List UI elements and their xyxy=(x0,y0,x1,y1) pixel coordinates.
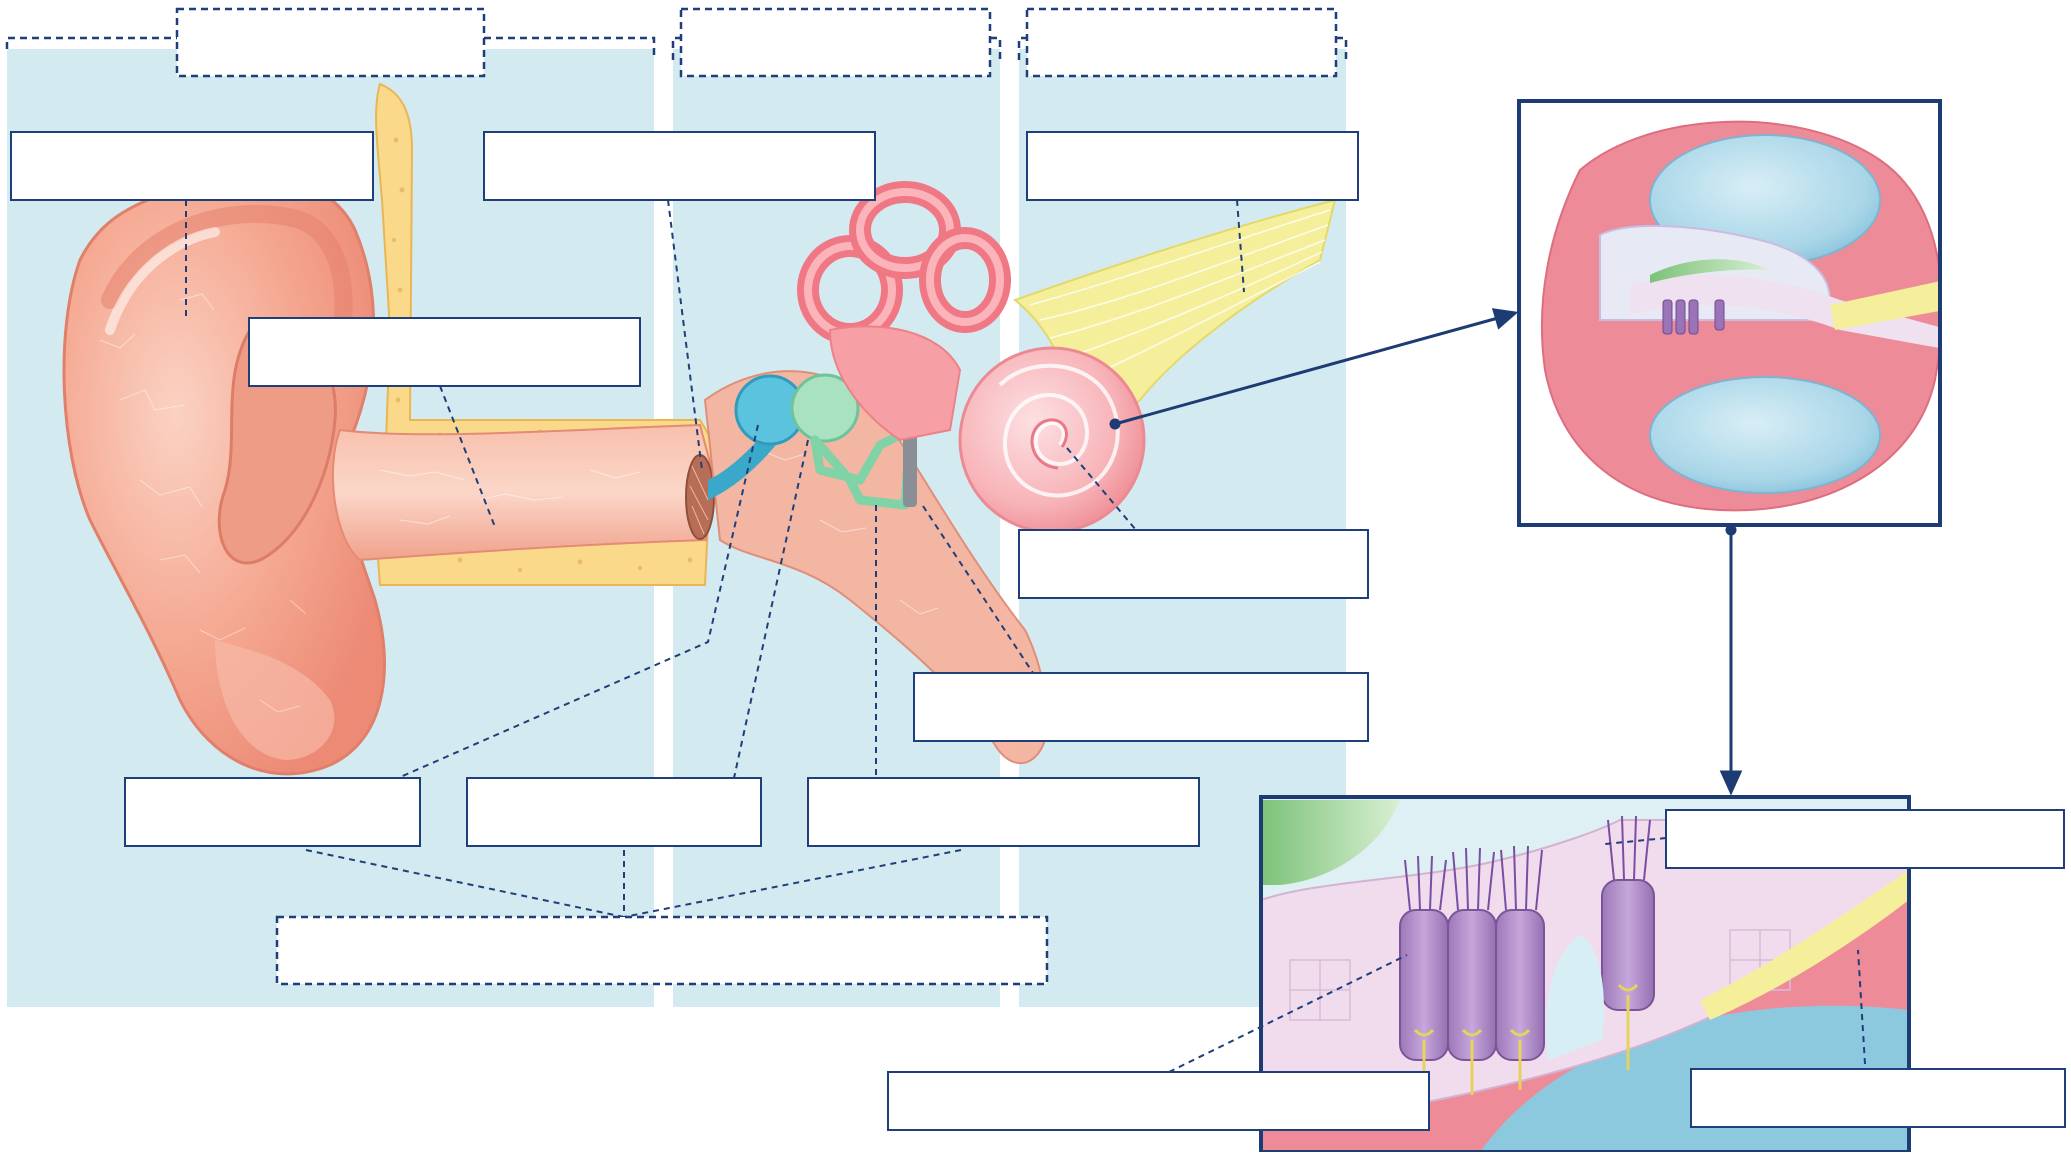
part-label-box-4[interactable] xyxy=(249,318,640,386)
part-label-box-1[interactable] xyxy=(11,132,373,200)
region-label-box-outer xyxy=(177,9,484,76)
part-label-box-6[interactable] xyxy=(914,673,1368,741)
part-label-box-8[interactable] xyxy=(467,778,761,846)
part-label-box-9[interactable] xyxy=(808,778,1199,846)
part-label-box-5[interactable] xyxy=(1019,530,1368,598)
region-label-box-inner xyxy=(1027,9,1336,76)
ear-canal xyxy=(333,425,712,560)
part-label-box-12[interactable] xyxy=(1691,1069,2065,1127)
part-label-box-3[interactable] xyxy=(1027,132,1358,200)
part-label-box-10[interactable] xyxy=(1666,810,2064,868)
part-label-box-11[interactable] xyxy=(888,1072,1429,1130)
cochlea-section-inset xyxy=(1519,101,1950,525)
region-label-box-middle xyxy=(681,9,990,76)
part-label-box-7[interactable] xyxy=(125,778,420,846)
group-label-box xyxy=(277,917,1047,984)
part-label-box-2[interactable] xyxy=(484,132,875,200)
